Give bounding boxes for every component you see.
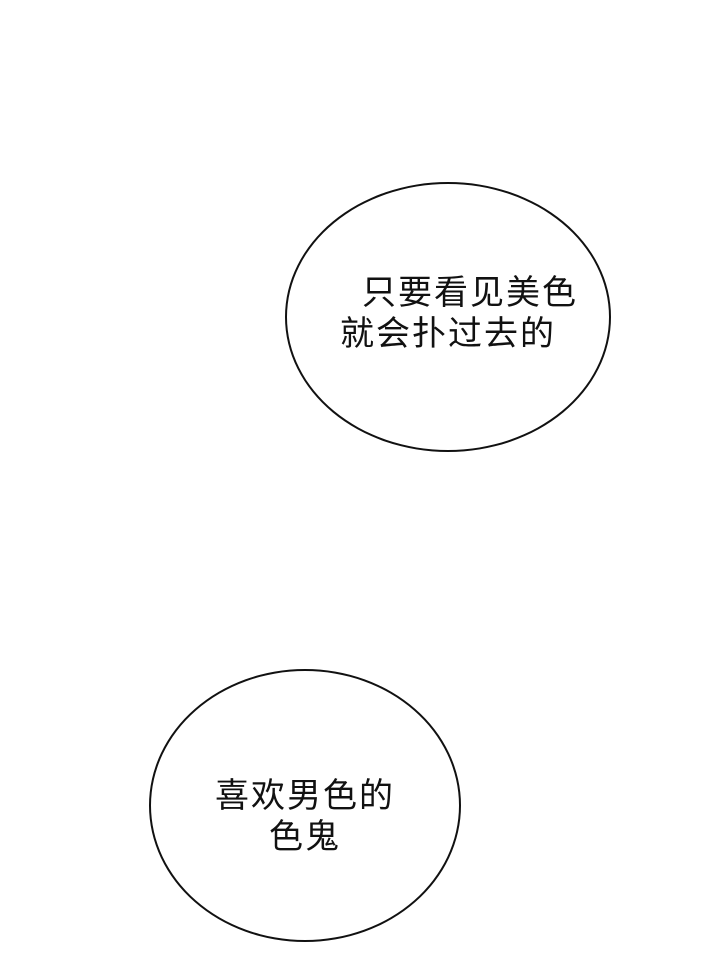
speech-bubble-text: 喜欢男色的 色鬼: [151, 776, 459, 858]
speech-bubble-top-right: 只要看见美色 就会扑过去的: [285, 182, 611, 452]
speech-bubble-line: 色鬼: [269, 817, 341, 857]
speech-bubble-line: 就会扑过去的: [340, 314, 556, 354]
speech-bubble-line: 只要看见美色: [362, 273, 578, 313]
speech-bubble-line: 喜欢男色的: [215, 776, 395, 816]
speech-bubble-bottom-left: 喜欢男色的 色鬼: [149, 669, 461, 942]
